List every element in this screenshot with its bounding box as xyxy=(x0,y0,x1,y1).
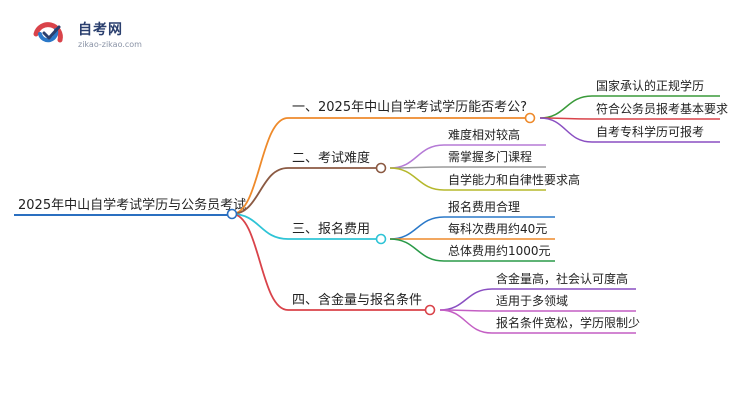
branch-connector xyxy=(231,213,289,240)
child-label: 自学能力和自律性要求高 xyxy=(448,172,580,187)
child-connector xyxy=(539,117,593,143)
child-label: 每科次费用约40元 xyxy=(448,221,547,236)
branch-connector xyxy=(231,213,289,311)
root-label: 2025年中山自学考试学历与公务员考试 xyxy=(18,197,246,213)
logo-title: 自考网 xyxy=(78,22,123,38)
child-label: 适用于多领域 xyxy=(496,294,568,308)
branch-connector xyxy=(231,167,289,215)
child-connector xyxy=(439,288,493,311)
branch-node xyxy=(524,112,536,124)
child-connector xyxy=(439,309,493,334)
child-label: 报名费用合理 xyxy=(448,199,520,214)
branch-node xyxy=(375,162,387,174)
child-label: 符合公务员报考基本要求 xyxy=(596,101,728,116)
branch-label: 一、2025年中山自学考试学历能否考公? xyxy=(292,99,527,115)
child-label: 总体费用约1000元 xyxy=(448,243,551,258)
logo-url: zikao-zikao.com xyxy=(78,40,142,49)
branch-label: 二、考试难度 xyxy=(292,150,370,166)
branch-connector xyxy=(231,117,289,215)
site-logo[interactable]: 自考网 zikao-zikao.com xyxy=(30,18,142,50)
child-connector xyxy=(539,95,593,119)
branch-node xyxy=(375,233,387,245)
branch-label: 四、含金量与报名条件 xyxy=(292,292,422,308)
child-label: 难度相对较高 xyxy=(448,127,520,142)
branch-label: 三、报名费用 xyxy=(292,221,370,237)
child-label: 报名条件宽松，学历限制少 xyxy=(496,315,640,330)
child-label: 国家承认的正规学历 xyxy=(596,78,704,93)
child-label: 需掌握多门课程 xyxy=(448,149,532,164)
logo-icon xyxy=(30,18,70,50)
child-connector xyxy=(389,167,445,191)
root-node xyxy=(226,208,238,220)
child-connector xyxy=(389,216,445,240)
child-connector xyxy=(389,144,445,169)
branch-node xyxy=(424,304,436,316)
child-label: 含金量高，社会认可度高 xyxy=(496,271,628,286)
child-label: 自考专科学历可报考 xyxy=(596,124,704,139)
child-connector xyxy=(389,238,445,262)
